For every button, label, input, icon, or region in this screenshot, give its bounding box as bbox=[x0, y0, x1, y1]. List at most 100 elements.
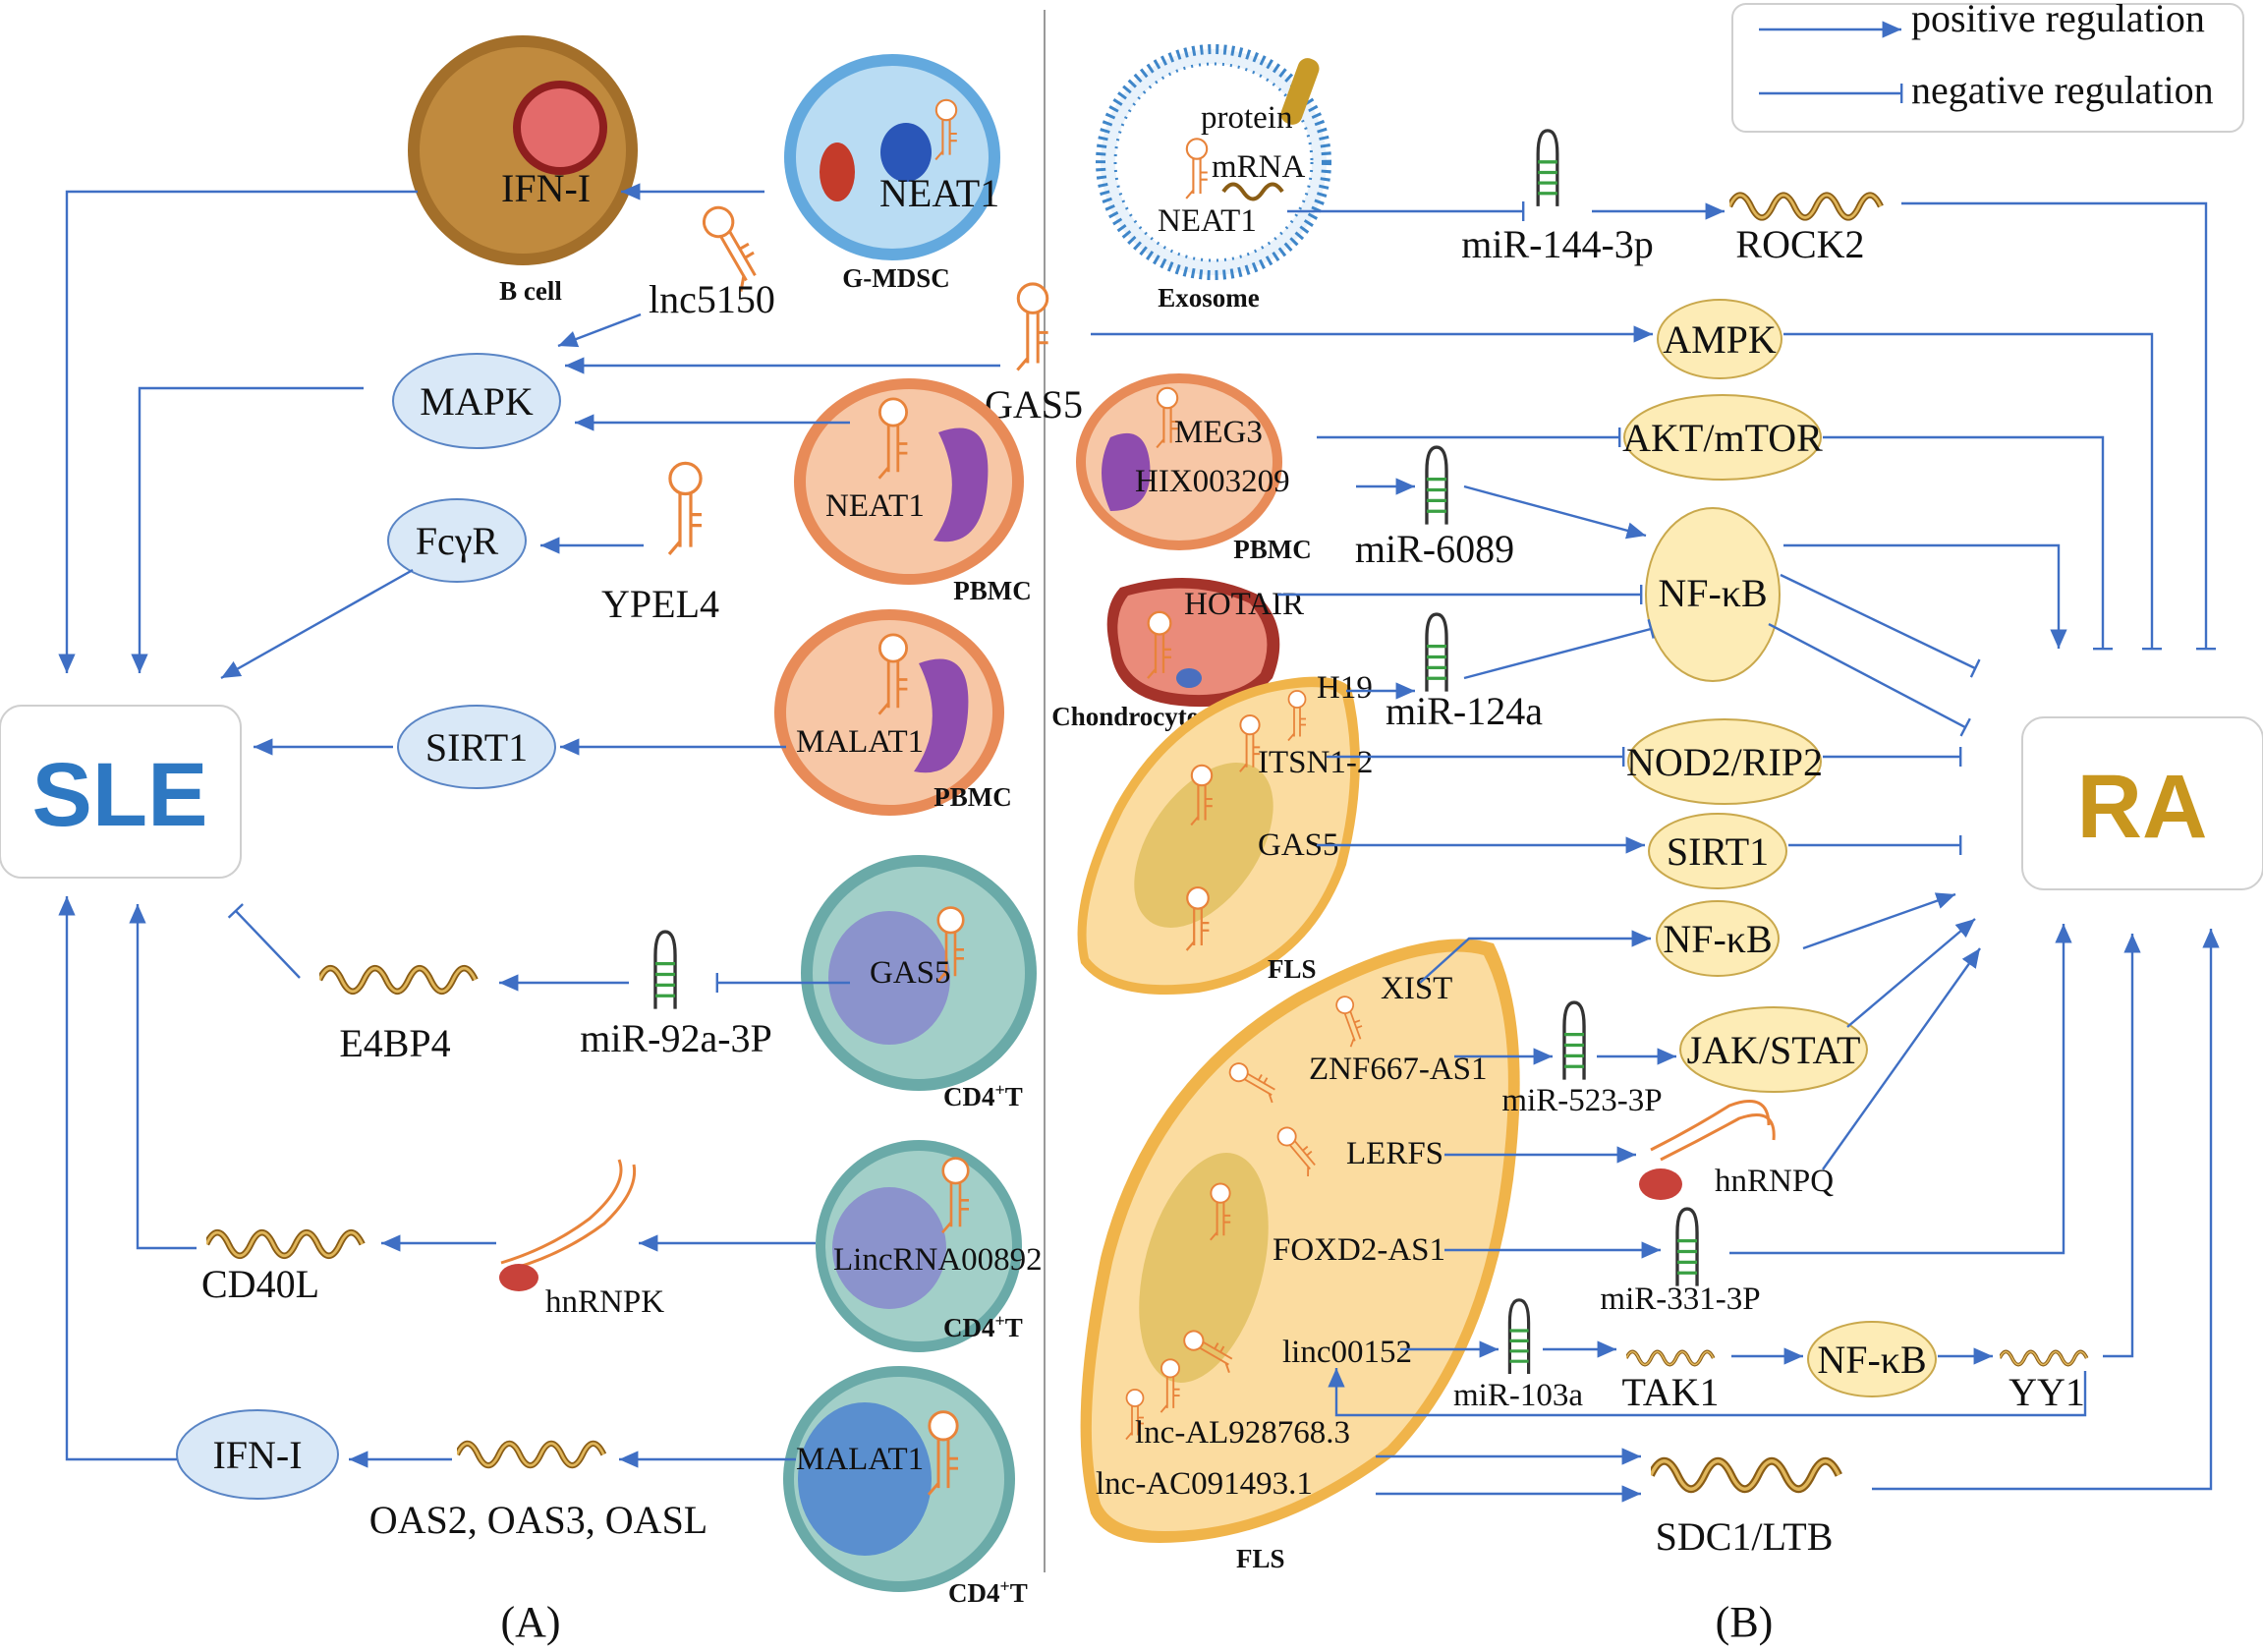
al928-label: lnc-AL928768.3 bbox=[1135, 1415, 1350, 1451]
rock2-label: ROCK2 bbox=[1735, 222, 1864, 266]
cd4-cell-2: LincRNA00892 CD4+T bbox=[816, 1140, 1043, 1352]
hotair-label: HOTAIR bbox=[1184, 587, 1304, 622]
fls-2-label: FLS bbox=[1236, 1544, 1285, 1573]
legend-positive: positive regulation bbox=[1911, 0, 2205, 40]
cd4-3-label: CD4+T bbox=[948, 1576, 1028, 1608]
nfkb-3-node bbox=[1807, 1321, 1937, 1397]
ampk-label: AMPK bbox=[1663, 317, 1777, 362]
cd4-1-label: CD4+T bbox=[943, 1080, 1023, 1111]
mapk-label: MAPK bbox=[420, 379, 534, 424]
chondrocyte-label: Chondrocyte bbox=[1051, 702, 1199, 731]
mir6089-label: miR-6089 bbox=[1355, 527, 1514, 571]
panel-b-label: (B) bbox=[1716, 1598, 1774, 1646]
pbmc-right-label: PBMC bbox=[1233, 535, 1311, 564]
malat1-cd4-label: MALAT1 bbox=[796, 1442, 924, 1477]
right-arrows bbox=[1091, 201, 2220, 1503]
sdc1-label: SDC1/LTB bbox=[1656, 1514, 1834, 1559]
nfkb-1-node bbox=[1645, 507, 1781, 682]
ifn-bottom-label: IFN-I bbox=[212, 1433, 302, 1477]
gas5-cd4-label: GAS5 bbox=[870, 955, 951, 991]
ampk-node bbox=[1657, 299, 1782, 379]
mir92-icon bbox=[653, 930, 677, 1011]
tak1-icon bbox=[1626, 1351, 1714, 1364]
exosome-label: Exosome bbox=[1158, 283, 1260, 313]
mir92-label: miR-92a-3P bbox=[580, 1016, 772, 1060]
lnc5150-label: lnc5150 bbox=[649, 277, 775, 321]
h19-label: H19 bbox=[1317, 670, 1373, 706]
chondrocyte: HOTAIR Chondrocyte bbox=[1051, 578, 1304, 731]
nfkb-3-label: NF-κB bbox=[1817, 1338, 1926, 1382]
gas5-icon bbox=[1015, 282, 1050, 372]
pbmc-1-label: PBMC bbox=[953, 576, 1031, 605]
b-cell: IFN-I B cell bbox=[408, 35, 638, 306]
mir144-icon bbox=[1536, 129, 1559, 208]
mrna-label: mRNA bbox=[1212, 149, 1306, 185]
cd4-2-label: CD4+T bbox=[943, 1311, 1023, 1342]
nfkb-1-label: NF-κB bbox=[1658, 571, 1767, 615]
exosome: protein mRNA NEAT1 Exosome bbox=[1096, 44, 1331, 313]
e4bp4-icon bbox=[319, 968, 476, 992]
cd4-cell-3: MALAT1 CD4+T bbox=[783, 1366, 1028, 1608]
nod2-label: NOD2/RIP2 bbox=[1626, 740, 1823, 784]
neat1-pbmc-label: NEAT1 bbox=[825, 488, 925, 524]
sirt1-left-label: SIRT1 bbox=[425, 725, 528, 769]
pbmc-right-cell: MEG3 HIX003209 PBMC bbox=[1076, 373, 1312, 564]
fcgr-label: FcγR bbox=[416, 519, 499, 563]
hnrnpk-icon bbox=[499, 1159, 637, 1291]
oas-icon bbox=[457, 1444, 603, 1465]
fls-1-label: FLS bbox=[1268, 954, 1317, 984]
ac091-label: lnc-AC091493.1 bbox=[1096, 1466, 1313, 1502]
mir103-label: miR-103a bbox=[1453, 1378, 1583, 1413]
itsn-label: ITSN1-2 bbox=[1258, 745, 1373, 780]
nod2-node bbox=[1627, 718, 1822, 805]
nfkb-2-label: NF-κB bbox=[1663, 917, 1772, 961]
yy1-icon bbox=[2000, 1351, 2087, 1364]
ifn-top-label: IFN-I bbox=[501, 166, 591, 210]
mir124-icon bbox=[1425, 612, 1448, 694]
jak-label: JAK/STAT bbox=[1687, 1028, 1861, 1072]
ypel4-label: YPEL4 bbox=[601, 582, 719, 626]
cd40l-icon bbox=[206, 1232, 363, 1256]
pbmc-cell-2: MALAT1 PBMC bbox=[774, 609, 1012, 816]
rock2-icon bbox=[1729, 196, 1881, 218]
hnrnpq-icon bbox=[1639, 1100, 1776, 1200]
mapk-node bbox=[392, 353, 561, 449]
pbmc-2-label: PBMC bbox=[933, 782, 1011, 812]
left-arrows bbox=[58, 183, 1000, 1468]
mir124-label: miR-124a bbox=[1386, 689, 1543, 733]
g-mdsc-label: G-MDSC bbox=[842, 263, 950, 293]
neat1-exo-label: NEAT1 bbox=[1158, 203, 1257, 239]
fls-cell-1: H19 ITSN1-2 GAS5 FLS bbox=[1077, 670, 1373, 995]
neat1-gmdsc-label: NEAT1 bbox=[879, 171, 999, 215]
fcgr-node bbox=[387, 498, 527, 583]
akt-label: AKT/mTOR bbox=[1622, 416, 1823, 460]
malat1-pbmc-label: MALAT1 bbox=[796, 724, 924, 760]
mir103-icon bbox=[1507, 1298, 1531, 1376]
legend-negative: negative regulation bbox=[1911, 68, 2214, 112]
ypel4-icon bbox=[667, 461, 704, 556]
xist-label: XIST bbox=[1381, 971, 1452, 1006]
sle-box: SLE bbox=[0, 705, 242, 879]
akt-node bbox=[1623, 394, 1822, 481]
fls-cell-2: XIST ZNF667-AS1 LERFS FOXD2-AS1 linc0015… bbox=[1080, 939, 1520, 1573]
ra-box: RA bbox=[2021, 716, 2263, 890]
sirt1-right-node bbox=[1648, 813, 1787, 889]
gas5-mid-label: GAS5 bbox=[985, 382, 1083, 427]
mir331-icon bbox=[1675, 1207, 1699, 1288]
ra-label: RA bbox=[2077, 757, 2208, 857]
sdc1-icon bbox=[1651, 1461, 1839, 1489]
oas-label: OAS2, OAS3, OASL bbox=[369, 1498, 708, 1542]
mir144-label: miR-144-3p bbox=[1461, 222, 1654, 266]
hix-label: HIX003209 bbox=[1135, 464, 1290, 499]
panel-a-label: (A) bbox=[500, 1598, 560, 1646]
sle-label: SLE bbox=[32, 745, 208, 845]
protein-label: protein bbox=[1201, 100, 1292, 136]
e4bp4-label: E4BP4 bbox=[339, 1021, 450, 1065]
cd40l-label: CD40L bbox=[201, 1262, 319, 1306]
cd4-cell-1: GAS5 CD4+T bbox=[801, 855, 1037, 1111]
hnrnpq-label: hnRNPQ bbox=[1715, 1164, 1834, 1199]
meg3-label: MEG3 bbox=[1174, 415, 1263, 450]
mir523-icon bbox=[1562, 1000, 1586, 1082]
sirt1-right-label: SIRT1 bbox=[1667, 829, 1769, 874]
